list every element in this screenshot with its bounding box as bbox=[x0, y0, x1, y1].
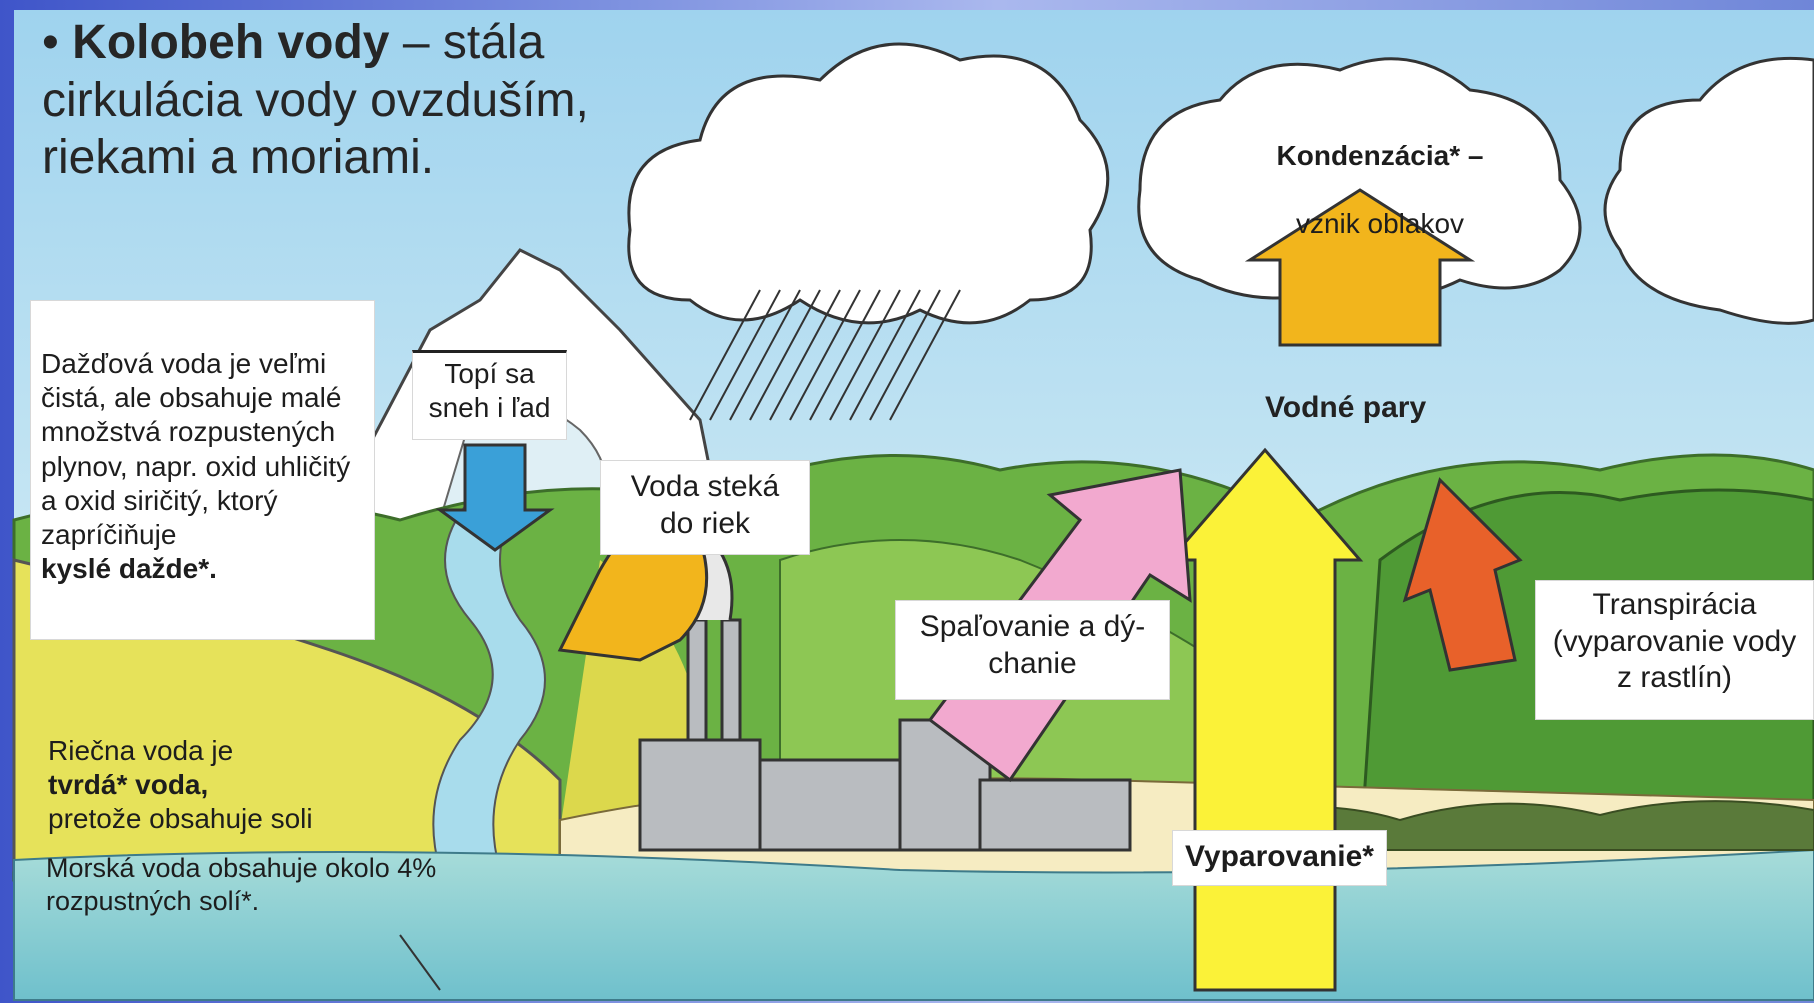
river-note-prefix: Riečna voda je bbox=[48, 735, 234, 767]
snow-melt-arrow bbox=[435, 443, 555, 552]
transpiration-arrow bbox=[1402, 477, 1523, 672]
evaporation-label: Vyparovanie* bbox=[1172, 830, 1387, 886]
cloud-icon bbox=[627, 42, 1814, 325]
condensation-term: Kondenzácia* – bbox=[1276, 140, 1484, 172]
page-title: • Kolobeh vody – stála cirkulácia vody o… bbox=[42, 14, 602, 187]
combustion-label: Spaľovanie a dý- chanie bbox=[895, 600, 1170, 700]
factory-icon bbox=[638, 528, 1132, 852]
rain-water-text: Dažďová voda je veľmi čistá, ale obsahuj… bbox=[41, 348, 351, 550]
river-water-note: Riečna voda je tvrdá* voda, pretože obsa… bbox=[48, 700, 338, 837]
transpiration-label: Transpirácia (vyparovanie vody z rastlín… bbox=[1535, 580, 1814, 720]
title-bullet: • bbox=[42, 16, 59, 69]
rain-water-box: Dažďová voda je veľmi čistá, ale obsahuj… bbox=[30, 300, 375, 640]
snow-melt-label: Topí sa sneh i ľad bbox=[412, 350, 567, 440]
condensation-arrow bbox=[1244, 188, 1476, 347]
evaporation-arrow bbox=[1166, 447, 1364, 992]
acid-rain-term: kyslé dažde*. bbox=[41, 553, 217, 585]
hard-water-term: tvrdá* voda, bbox=[48, 769, 209, 801]
water-vapor-label: Vodné pary bbox=[1265, 391, 1427, 424]
rain-icon bbox=[689, 289, 961, 421]
runoff-label: Voda steká do riek bbox=[600, 460, 810, 555]
title-term: Kolobeh vody bbox=[72, 16, 390, 69]
sea-water-note: Morská voda obsahuje okolo 4% rozpustnýc… bbox=[46, 853, 437, 916]
condensation-desc: vznik oblakov bbox=[1295, 208, 1465, 240]
title-definition: – stála cirkulácia vody ovzduším, riekam… bbox=[42, 16, 589, 185]
condensation-label: Kondenzácia* – vznik oblakov bbox=[1245, 105, 1515, 276]
river-note-suffix: pretože obsahuje soli bbox=[48, 803, 313, 835]
sea bbox=[13, 848, 1814, 1001]
